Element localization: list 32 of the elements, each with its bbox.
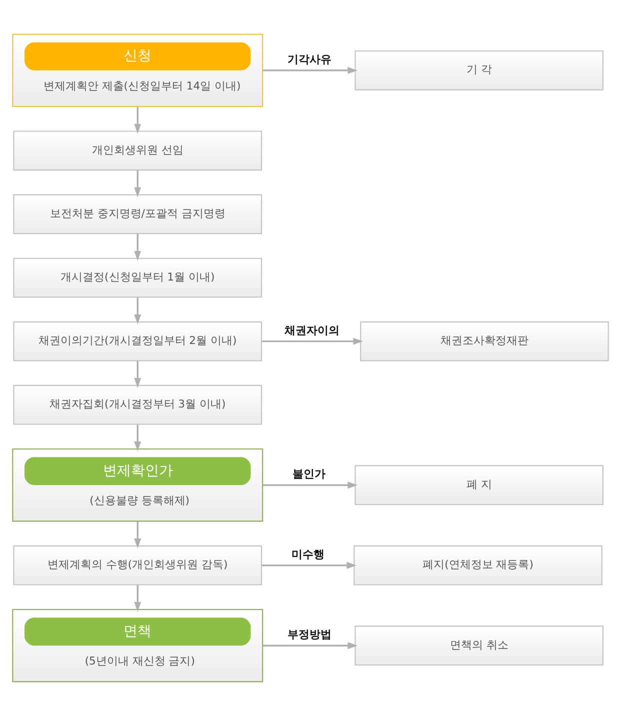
- node-box: 신청 변제계획안 제출(신청일부터 14일 이내): [12, 34, 264, 108]
- node-box: 변제계획의 수행(개인회생위원 감독): [13, 545, 262, 586]
- arrow: [262, 66, 358, 74]
- node-box: 변제확인가 (신용불량 등록해제): [12, 448, 264, 522]
- node-box: 면책 (5년이내 재신청 금지): [12, 608, 264, 682]
- edge-label: 기각사유: [287, 52, 332, 66]
- arrow: [134, 297, 142, 324]
- arrow: [134, 360, 142, 388]
- arrow: [262, 338, 364, 345]
- node-box: 보전처분 중지명령/포괄적 금지명령: [13, 194, 262, 234]
- node-box: 면책의 취소: [354, 626, 604, 666]
- arrow: [262, 642, 358, 650]
- arrow: [262, 562, 357, 569]
- node-box: 폐지(연체정보 재등록): [354, 545, 602, 586]
- node-box: 개인회생위원 선임: [13, 130, 262, 171]
- arrow: [134, 522, 142, 548]
- node-box: 개시결정(신청일부터 1월 이내): [13, 258, 262, 298]
- node-box: 채권조사확정재판: [360, 321, 609, 362]
- node-box: 채권이의기간(개시결정일부터 2월 이내): [13, 321, 262, 362]
- edge-label: 채권자이의: [284, 324, 340, 337]
- node-box: 기 각: [354, 50, 604, 90]
- node-box: 폐 지: [354, 465, 604, 506]
- node-box: 채권자집회(개시결정부터 3월 이내): [13, 384, 262, 425]
- edge-label: 부정방법: [287, 628, 332, 642]
- arrow: [134, 170, 142, 198]
- arrow: [134, 234, 142, 261]
- arrow: [134, 584, 142, 612]
- edge-label: 미수행: [292, 548, 325, 561]
- edge-label: 불인가: [292, 468, 326, 481]
- arrow: [262, 482, 358, 489]
- arrow: [134, 424, 142, 452]
- arrow: [134, 106, 142, 134]
